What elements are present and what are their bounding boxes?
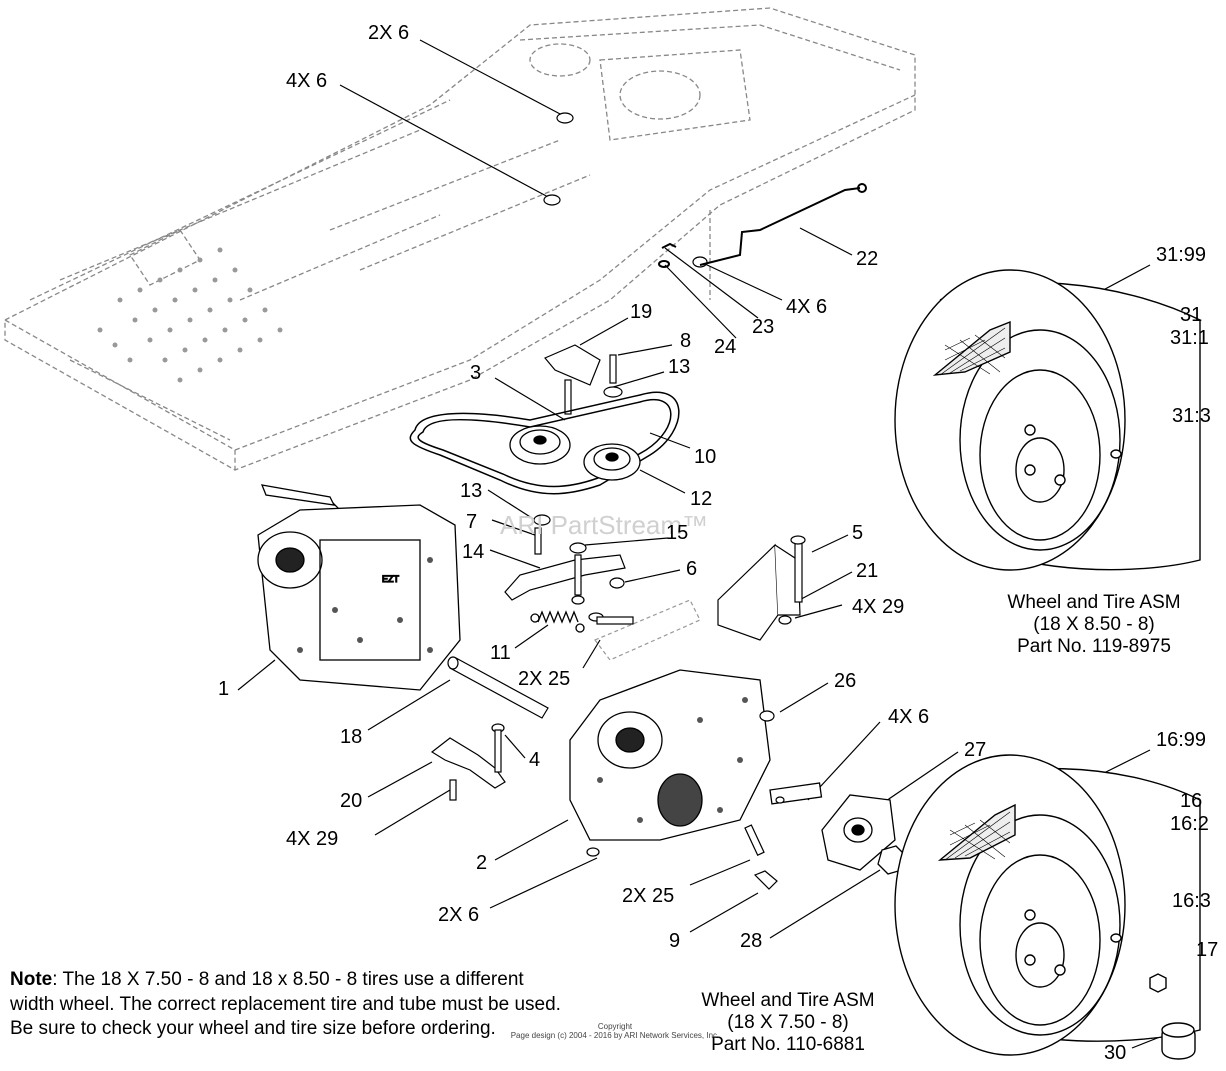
idler-bracket [544,344,623,415]
watermark: ARI PartStream™ [500,510,709,540]
callout-16-99: 16:99 [1156,729,1207,751]
callout-24: 24 [714,336,737,358]
frame-vent-holes [97,247,283,383]
bolts-25 [588,612,634,625]
transmission-right-details [597,697,748,823]
idler-arm [504,514,626,605]
callout-27: 27 [964,739,987,761]
note-text: : The 18 X 7.50 - 8 and 18 x 8.50 - 8 ti… [10,969,561,1039]
callout-2x25-b: 2X 25 [622,885,675,907]
callout-12: 12 [690,488,713,510]
callout-10: 10 [694,446,717,468]
callout-4: 4 [529,749,541,771]
tension-spring [530,610,585,633]
copyright-line1: Copyright [597,1022,633,1031]
copyright: Copyright Page design (c) 2004 - 2016 by… [470,1022,760,1040]
wheel-lower [894,754,1201,1060]
callout-23: 23 [752,316,775,338]
callout-2x6-top: 2X 6 [368,22,410,44]
callout-6: 6 [686,558,698,580]
callout-8: 8 [680,330,692,352]
bracket-20 [430,723,506,801]
wheel-asm-upper-name: Wheel and Tire ASM [1007,592,1181,613]
callout-1: 1 [218,678,230,700]
callout-3: 3 [470,362,482,384]
callout-4x6-top: 4X 6 [286,70,328,92]
wheel-asm-lower-name: Wheel and Tire ASM [701,990,875,1011]
callout-26: 26 [834,670,857,692]
control-rod [658,183,867,268]
mower-frame [4,7,916,471]
callout-13a: 13 [668,356,691,378]
wheel-upper [894,269,1201,571]
wheel-asm-upper-partno: Part No. 119-8975 [1017,636,1171,657]
transmission-right [569,669,823,841]
copyright-line2: Page design (c) 2004 - 2016 by ARI Netwo… [510,1031,720,1040]
callout-11: 11 [490,642,511,664]
svg-text:EZT: EZT [382,574,400,584]
callout-2: 2 [476,852,488,874]
callout-31-1: 31:1 [1170,327,1209,349]
phantom-arm [594,599,701,661]
callout-4x29-a: 4X 29 [852,596,905,618]
note-label: Note [10,969,53,990]
callout-31: 31 [1180,304,1203,326]
drive-belt [409,391,680,495]
wheel-asm-upper-caption: Wheel and Tire ASM (18 X 8.50 - 8) Part … [976,592,1212,658]
callout-13b: 13 [460,480,483,502]
callout-4x6-mid: 4X 6 [786,296,828,318]
transmission-left-details [297,557,433,653]
tire-size-note: Note: The 18 X 7.50 - 8 and 18 x 8.50 - … [10,968,570,1042]
callout-18: 18 [340,726,363,748]
callout-31-99: 31:99 [1156,244,1207,266]
callout-4x6-low: 4X 6 [888,706,930,728]
tire-tread-lower [944,811,1011,861]
wheel-asm-upper-size: (18 X 8.50 - 8) [1033,614,1155,635]
tire-tread-upper [939,327,1006,376]
callout-9: 9 [669,930,681,952]
callout-2x6-low: 2X 6 [438,904,480,926]
callout-19: 19 [630,301,653,323]
wheel-hub [821,794,907,875]
callout-21: 21 [856,560,879,582]
callout-28: 28 [740,930,763,952]
callout-15: 15 [666,522,689,544]
callout-17: 17 [1196,939,1219,961]
wheel-asm-lower-caption: Wheel and Tire ASM (18 X 7.50 - 8) Part … [670,990,906,1056]
callout-30: 30 [1104,1042,1127,1064]
callout-31-3: 31:3 [1172,405,1211,427]
callout-16-2: 16:2 [1170,813,1209,835]
transmission-left: EZT [257,484,461,691]
callout-16-3: 16:3 [1172,890,1211,912]
callout-4x29-b: 4X 29 [286,828,339,850]
callout-5: 5 [852,522,864,544]
frame-nuts [543,112,708,268]
callout-14: 14 [462,541,485,563]
pump-bracket [717,535,806,641]
wheel-asm-lower-size: (18 X 7.50 - 8) [727,1012,849,1033]
callout-7: 7 [466,511,478,533]
callout-16: 16 [1180,790,1203,812]
callout-20: 20 [340,790,363,812]
small-parts-lower [586,710,785,890]
callout-2x25-a: 2X 25 [518,668,571,690]
callout-22: 22 [856,248,879,270]
axle-shaft [447,656,549,719]
idler-pulleys [509,425,641,481]
wheel-asm-lower-partno: Part No. 110-6881 [711,1034,865,1055]
